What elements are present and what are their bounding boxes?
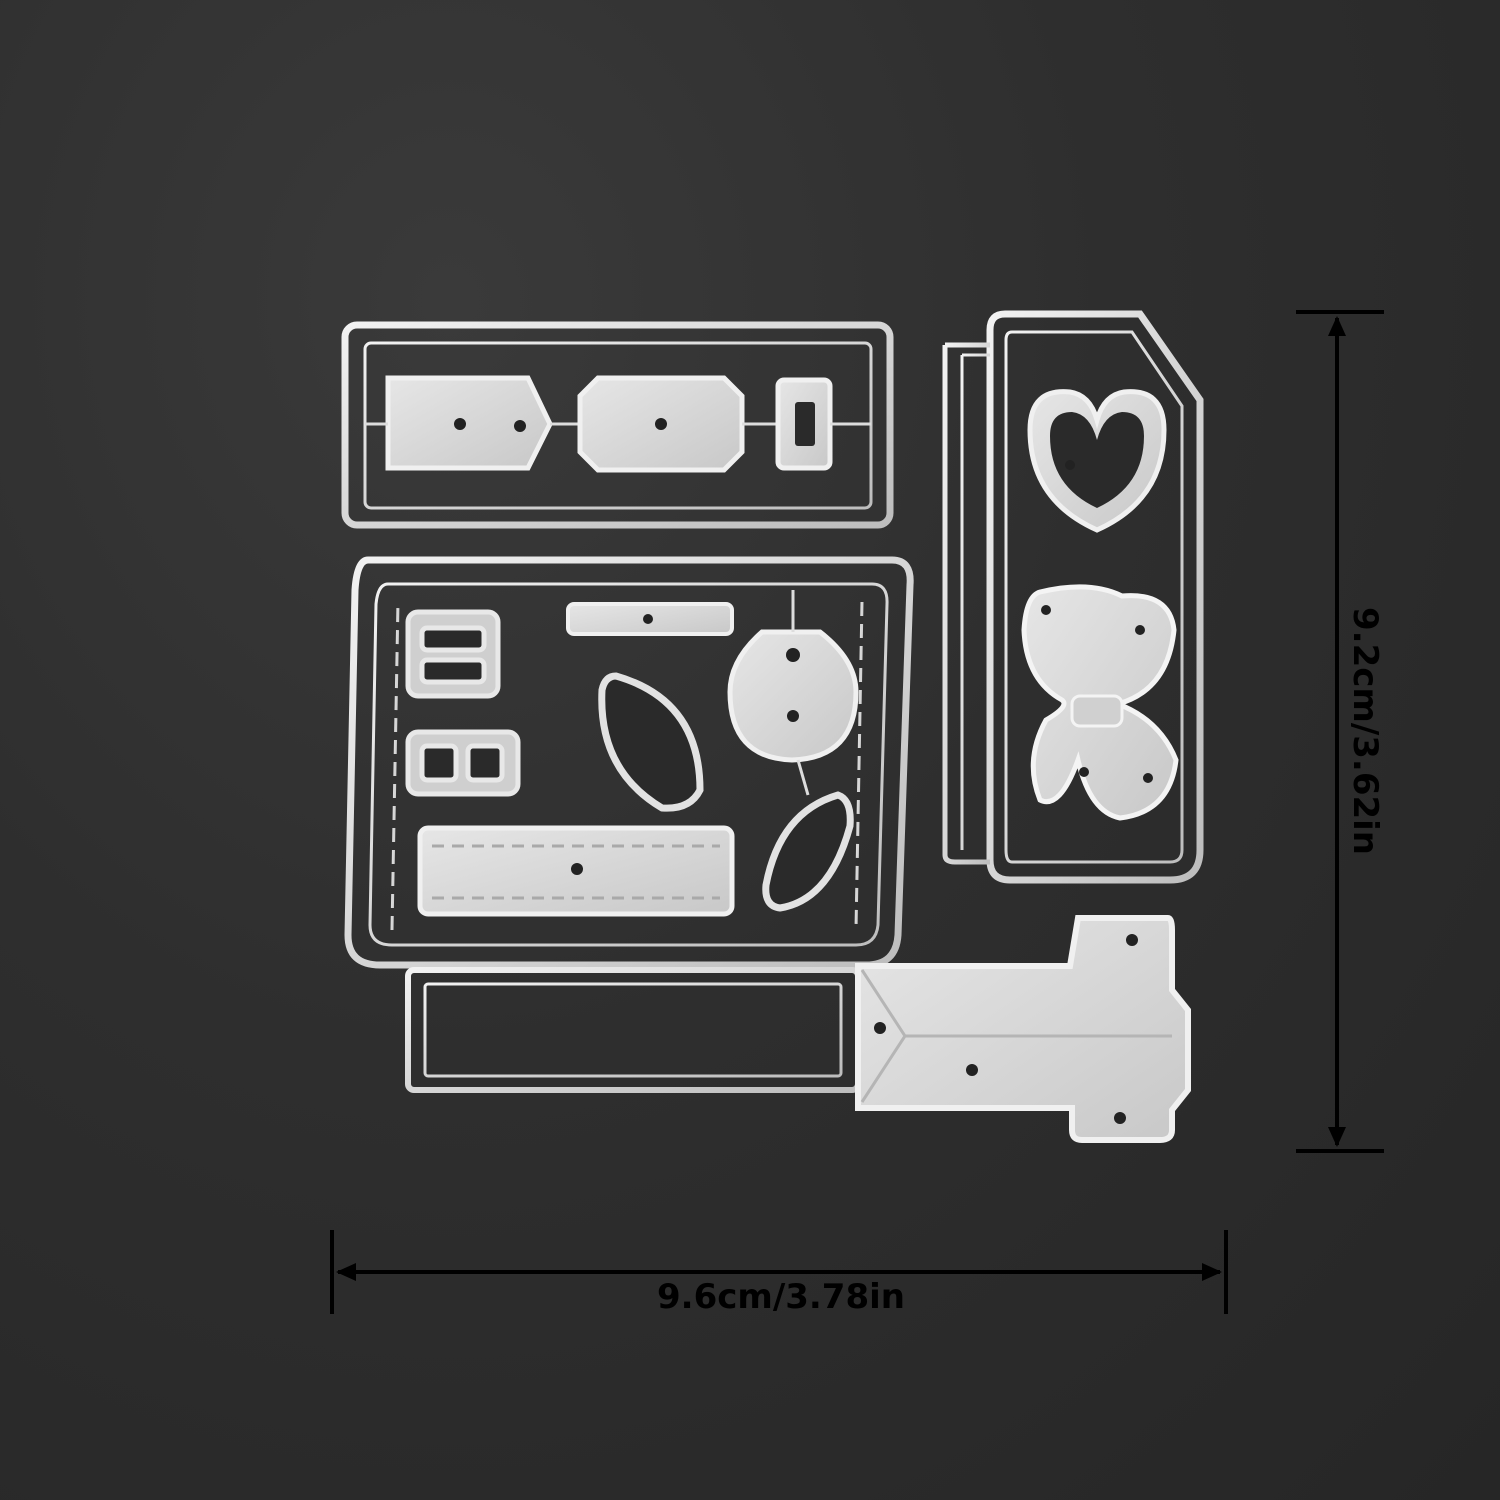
width-dimension-line: [330, 1230, 1228, 1314]
double-buckle: [405, 609, 501, 699]
tag-shape-left: [365, 375, 578, 471]
height-label: 9.2cm/3.62in: [1345, 607, 1385, 855]
buckle-rectangle: [775, 377, 871, 471]
tag-shape-octagon: [577, 375, 778, 473]
leaf-right: [762, 791, 854, 912]
square-buckle: [405, 729, 521, 797]
stitched-strap: [417, 825, 735, 917]
strap-piece-small: [566, 602, 734, 636]
right-panel-frame: [920, 310, 1204, 884]
bottom-strap-frame: [405, 967, 861, 1093]
width-label: 9.6cm/3.78in: [657, 1277, 905, 1317]
leaf-left: [598, 672, 704, 812]
height-dimension-line: [1296, 310, 1384, 1153]
bow-shape: [1021, 584, 1179, 821]
strap-end-piece: [855, 915, 1191, 1143]
round-tag: [727, 590, 859, 796]
heart-shape: [1027, 389, 1167, 533]
